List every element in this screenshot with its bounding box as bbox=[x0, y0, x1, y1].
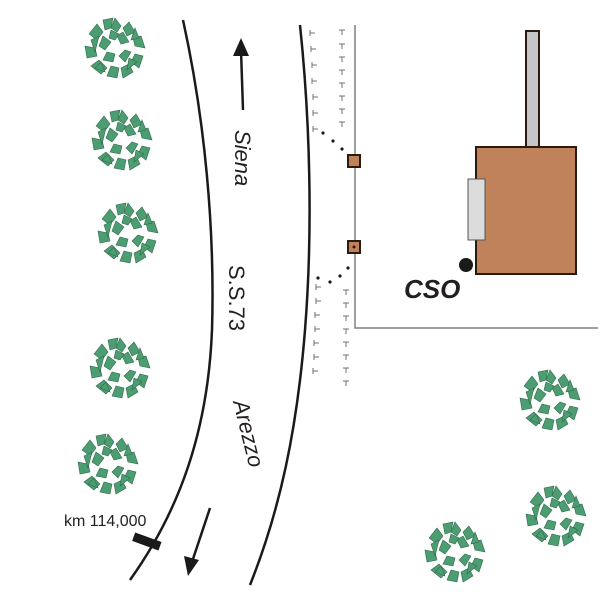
km-marker-label: km 114,000 bbox=[64, 513, 147, 530]
fence-right bbox=[339, 29, 349, 386]
tree-icon bbox=[91, 109, 153, 171]
road-edge-right bbox=[248, 24, 311, 586]
tree-icon bbox=[77, 433, 139, 495]
junction-box-upper bbox=[347, 154, 361, 168]
antenna-mast bbox=[525, 30, 540, 148]
fence-left bbox=[309, 30, 321, 374]
road-name-label: S.S.73 bbox=[224, 265, 249, 331]
arrow-down-icon bbox=[184, 507, 212, 576]
direction-label-siena: Siena bbox=[230, 130, 255, 186]
station-label: CSO bbox=[404, 274, 460, 304]
building-door bbox=[467, 178, 486, 241]
km-marker bbox=[132, 532, 162, 551]
station-building bbox=[475, 146, 577, 275]
road-edge-left bbox=[128, 19, 214, 581]
direction-label-arezzo: Arezzo bbox=[228, 395, 269, 469]
tree-icon bbox=[525, 485, 587, 547]
tree-icon bbox=[89, 337, 151, 399]
cable-dotted-upper bbox=[321, 131, 344, 151]
junction-box-lower bbox=[347, 240, 361, 254]
cable-dotted-lower bbox=[316, 266, 350, 284]
tree-icon bbox=[84, 17, 146, 79]
tree-icon bbox=[519, 369, 581, 431]
station-point-marker bbox=[459, 258, 473, 272]
tree-icon bbox=[424, 521, 486, 583]
arrow-up-icon bbox=[233, 38, 249, 111]
tree-icon bbox=[97, 202, 159, 264]
property-boundary bbox=[354, 25, 598, 329]
